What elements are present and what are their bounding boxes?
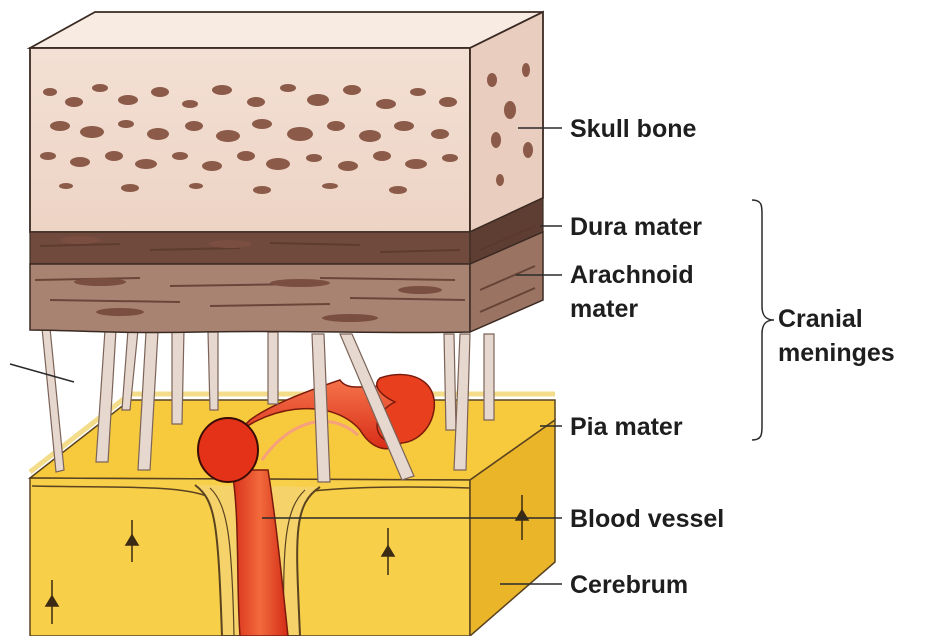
- label-dura-mater: Dura mater: [570, 212, 702, 242]
- label-cranial-line1: Cranial: [778, 304, 863, 334]
- label-cerebrum: Cerebrum: [570, 570, 688, 600]
- label-skull-bone: Skull bone: [570, 114, 696, 144]
- dura-mater-front: [30, 232, 470, 264]
- label-cranial-line2: meninges: [778, 338, 895, 368]
- label-arachnoid-line1: Arachnoid: [570, 260, 694, 290]
- skull-top-face: [30, 12, 543, 48]
- skull-bone-side: [470, 12, 543, 232]
- label-pia-mater: Pia mater: [570, 412, 683, 442]
- label-blood-vessel: Blood vessel: [570, 504, 724, 534]
- label-arachnoid-line2: mater: [570, 294, 638, 324]
- skull-bone-front: [30, 48, 470, 232]
- skull-block: [30, 12, 543, 333]
